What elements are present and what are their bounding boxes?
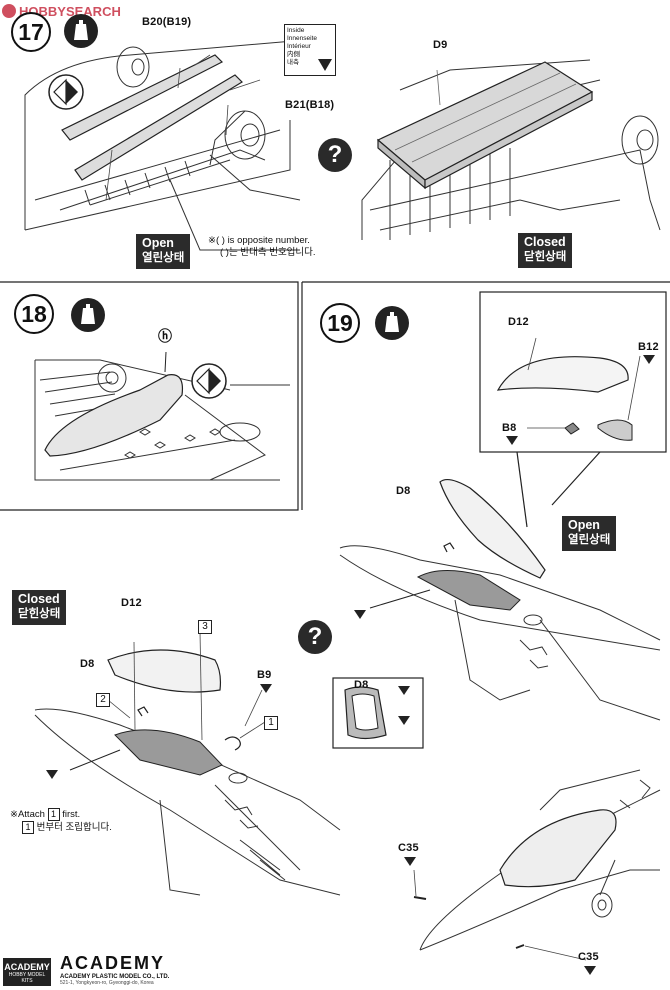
part-label-b20: B20(B19) [142,16,192,28]
academy-logo-left: ACADEMY HOBBY MODEL KITS [3,958,51,986]
part-label-d8-closed: D8 [80,658,95,670]
part-label-d12-inset: D12 [508,316,529,328]
opposite-number-note: ※( ) is opposite number. ( )는 반대측 번호입니다. [208,235,316,258]
state-closed-19: Closed 닫힌상태 [12,590,67,625]
state-open-19: Open 열린상태 [562,516,617,551]
part-label-c35-bottom: C35 [578,951,599,963]
sprue-triangle-b12 [643,355,655,364]
detail-marker-b [398,716,410,725]
sprue-triangle-c35-bottom [584,966,596,975]
state-closed: Closed 닫힌상태 [518,233,573,268]
cement-bottle-icon [71,298,105,332]
step-marker-2: 2 [96,693,110,707]
part-label-d12: D12 [121,597,142,609]
watermark: HOBBYSEARCH [2,4,121,19]
cement-bottle-icon [64,14,98,48]
sprue-triangle-fuselage [46,770,58,779]
part-label-b9: B9 [257,669,272,681]
sprue-triangle-c35-top [404,857,416,866]
step-19-number: 19 [320,303,360,343]
step-marker-3: 3 [198,620,212,634]
attach-note: ※Attach 1 first. 1 번부터 조립합니다. [10,808,112,834]
question-mark-icon: ? [318,138,352,172]
academy-brand: ACADEMY ACADEMY PLASTIC MODEL CO., LTD. … [60,953,170,986]
attach-box: 1 [47,808,60,821]
sprue-triangle-b9 [260,684,272,693]
mirror-diamond-icon [191,363,227,399]
attach-box-ko: 1 [22,821,34,834]
question-mark-icon: ? [298,620,332,654]
part-label-b12: B12 [638,341,659,353]
detail-label-d8: D8 [354,679,369,691]
step18-panel-border [0,281,299,511]
detail-marker-a [398,686,410,695]
step-marker-1: 1 [264,716,278,730]
inside-legend: Inside Innenseite Intérieur 内側 내측 [284,24,336,76]
cement-bottle-icon [375,306,409,340]
step-17-number: 17 [11,12,51,52]
mirror-diamond-icon [48,74,84,110]
part-label-d9: D9 [433,39,448,51]
part-label-b21: B21(B18) [285,99,335,111]
step-18-number: 18 [14,294,54,334]
state-open: Open 열린상태 [136,234,191,269]
part-label-c35-top: C35 [398,842,419,854]
sprue-triangle-b8 [506,436,518,445]
part-label-b8: B8 [502,422,517,434]
part-label-h: ⓗ [158,328,173,344]
sprue-triangle-d [354,610,366,619]
part-label-d8: D8 [396,485,411,497]
